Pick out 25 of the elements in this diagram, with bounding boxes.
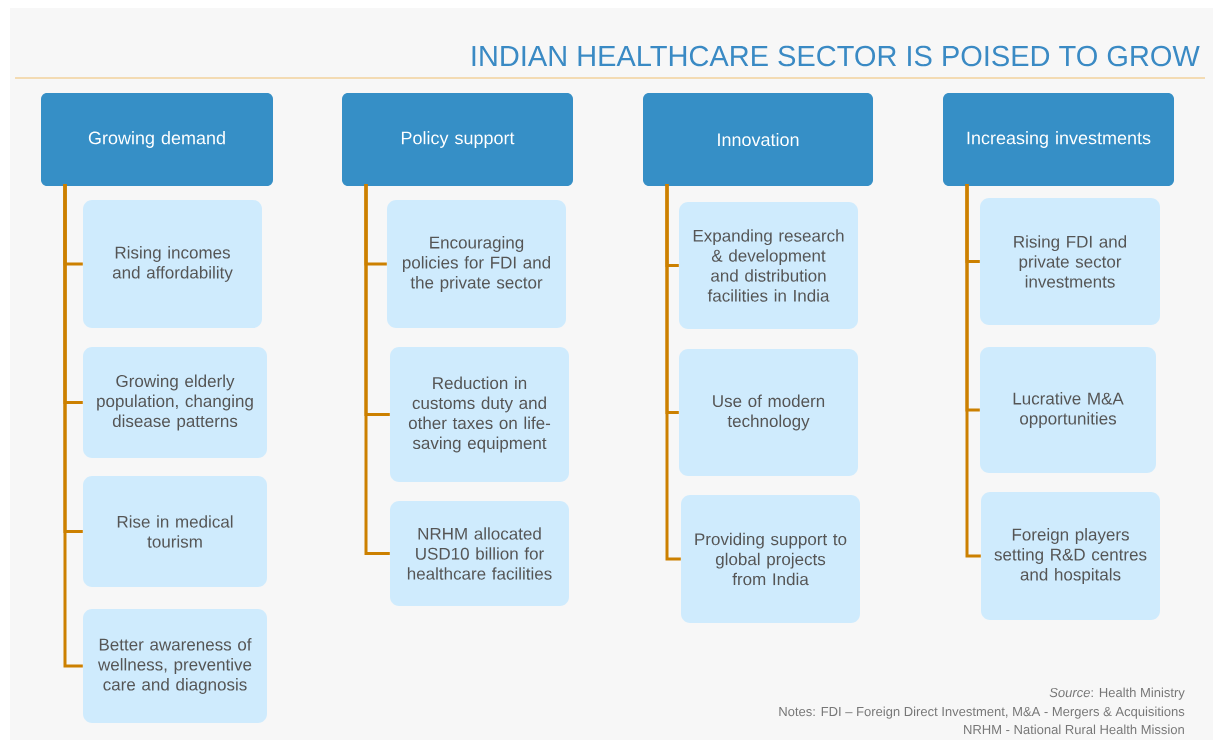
connector-line: [965, 184, 981, 558]
driver-box: Expanding research & development and distribution facilities in India: [679, 202, 858, 329]
driver-box: Providing support to global projects from India: [681, 495, 860, 623]
driver-box: NRHM allocated USD10 billion for healthcare facilities: [390, 501, 569, 606]
title: INDIAN HEALTHCARE SECTOR IS POISED TO GROW: [472, 45, 1200, 67]
footnote: Source: Health Ministry: [1049, 687, 1185, 700]
category-header-box: Innovation: [643, 93, 873, 186]
footnote: NRHM - National Rural Health Mission: [964, 724, 1184, 735]
driver-box: Foreign players setting R&D centres and hospitals: [981, 492, 1160, 620]
driver-box: Lucrative M&A opportunities: [980, 347, 1156, 473]
driver-box: Use of modern technology: [679, 349, 858, 476]
connector-line: [665, 184, 681, 561]
category-header-box: Policy support: [342, 93, 573, 186]
driver-box: Encouraging policies for FDI and the private sector: [387, 200, 566, 328]
driver-box: Rise in medical tourism: [83, 476, 267, 587]
category-header-box: Increasing investments: [943, 93, 1174, 186]
connector-line: [364, 184, 390, 555]
driver-box: Rising FDI and private sector investments: [980, 198, 1160, 325]
footnote: Notes: FDI – Foreign Direct Investment, M&A - Mergers & Acquisitions: [779, 706, 1185, 719]
driver-box: Growing elderly population, changing disease patterns: [83, 347, 267, 458]
driver-box: Better awareness of wellness, preventive care and diagnosis: [83, 609, 267, 723]
driver-box: Reduction in customs duty and other taxes on life-saving equipment: [390, 347, 569, 482]
driver-box: Rising incomes and affordability: [83, 200, 262, 328]
connector-line: [63, 184, 83, 668]
category-header-box: Growing demand: [41, 93, 273, 186]
